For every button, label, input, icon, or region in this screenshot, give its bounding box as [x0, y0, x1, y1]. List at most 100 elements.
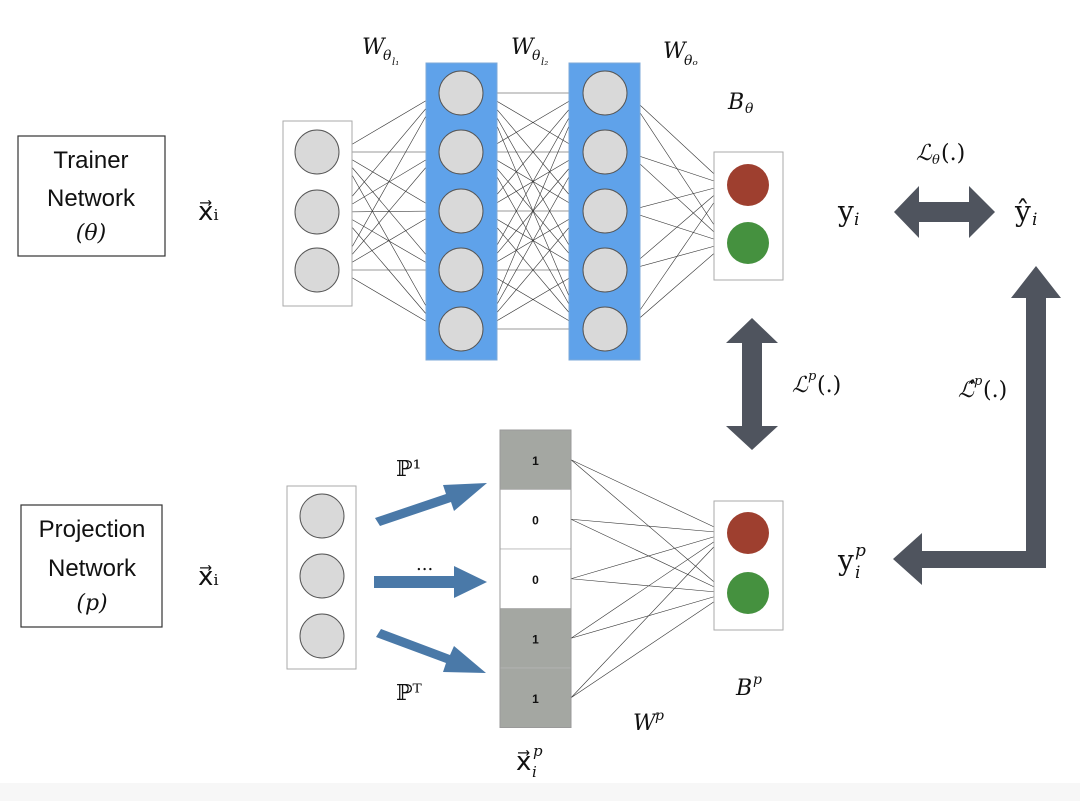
trainer-edge: [338, 211, 440, 271]
hat-loss-elbow-arrow: [893, 266, 1061, 585]
trainer-node-l2: [582, 70, 628, 116]
projection-arrow-2: [374, 566, 487, 598]
trainer-loss-label: ℒ θ (.): [916, 141, 965, 168]
projection-box-line-2: Network: [48, 555, 137, 582]
trainer-edge: [482, 92, 584, 212]
svg-text:p: p: [655, 708, 664, 724]
svg-text:i: i: [855, 563, 860, 583]
trainer-node-l0: [294, 129, 340, 175]
projection-input-node: [299, 493, 345, 539]
trainer-edge: [626, 151, 727, 244]
weight-label-output: W θₒ: [663, 39, 698, 69]
trainer-node-l1: [438, 129, 484, 175]
weight-label-l1: W θ l₁: [362, 35, 399, 68]
svg-text:p: p: [533, 742, 543, 760]
bit-vector-border: [499, 429, 572, 728]
bit-cell: [499, 667, 572, 728]
trainer-edge: [626, 184, 727, 330]
trainer-edge: [482, 92, 584, 153]
bit-cell: [499, 548, 572, 609]
trainer-node-l1: [438, 306, 484, 352]
bit-value: 1: [532, 692, 539, 706]
trainer-output-node-green: [727, 222, 769, 264]
svg-text:ŷ: ŷ: [1014, 195, 1031, 228]
svg-text:θₒ: θₒ: [684, 53, 698, 69]
hat-loss-label: ℒ̂ p (.): [958, 374, 1007, 403]
svg-text:B: B: [727, 90, 744, 115]
distillation-double-arrow: [726, 318, 778, 450]
projection-output-label: B p: [735, 672, 762, 701]
trainer-box-line-3: (θ): [76, 221, 106, 246]
bit-vector-label: x⃗ i p: [516, 742, 543, 781]
projection-arrow-3: [376, 629, 486, 673]
trainer-edge: [338, 92, 440, 213]
trainer-edge: [482, 210, 584, 330]
trainer-node-l0: [294, 247, 340, 293]
trainer-edge: [482, 92, 584, 330]
trainer-edge: [626, 210, 727, 244]
svg-text:i: i: [854, 210, 859, 230]
trainer-node-l0: [294, 189, 340, 235]
projection-arrow-1: [375, 483, 487, 526]
projection-edge: [570, 459, 728, 534]
trainer-node-l2: [582, 306, 628, 352]
trainer-edge: [626, 92, 727, 244]
svg-text:y: y: [837, 544, 854, 577]
trainer-edge: [482, 269, 584, 330]
trainer-edge: [338, 211, 440, 330]
trainer-box-line-2: Network: [47, 185, 136, 212]
trainer-edge: [338, 92, 440, 271]
trainer-edge: [626, 242, 727, 330]
projection-network-box: Projection Network (p): [20, 504, 163, 628]
bottom-band: [0, 783, 1080, 801]
projection-input-node: [299, 613, 345, 659]
svg-text:θ: θ: [383, 48, 392, 64]
weight-label-l2: W θ l₂: [511, 35, 548, 68]
svg-text:(.): (.): [941, 141, 965, 166]
trainer-edge: [338, 210, 440, 213]
svg-text:ℒ: ℒ: [916, 141, 933, 166]
svg-text:p: p: [855, 541, 866, 561]
trainer-edge: [338, 151, 440, 271]
trainer-edge: [338, 92, 440, 153]
svg-text:(.): (.): [817, 373, 841, 398]
svg-text:θ: θ: [745, 101, 754, 117]
svg-text:W: W: [511, 35, 536, 60]
trainer-edge: [482, 151, 584, 330]
projection-input-label: x⃗ᵢ: [198, 562, 219, 592]
bit-value: 1: [532, 454, 539, 468]
svg-text:B: B: [735, 676, 752, 701]
svg-text:x⃗: x⃗: [516, 747, 531, 777]
projection-output-node-green: [727, 572, 769, 614]
trainer-edge: [626, 151, 727, 186]
bit-value: 0: [532, 513, 539, 527]
trainer-input-label: x⃗ᵢ: [198, 197, 219, 227]
projection-label-T: ℙᵀ: [396, 681, 423, 706]
projection-edge: [570, 592, 728, 698]
projection-box-line-3: (p): [76, 591, 107, 616]
trainer-node-l1: [438, 70, 484, 116]
svg-text:i: i: [1032, 210, 1037, 230]
svg-text:W: W: [362, 35, 387, 60]
trainer-network-box: Trainer Network (θ): [17, 135, 166, 257]
projection-label-ellipsis: ...: [416, 554, 433, 575]
trainer-edge: [626, 92, 727, 186]
trainer-node-l1: [438, 247, 484, 293]
projection-edge: [570, 532, 728, 639]
trainer-node-l1: [438, 188, 484, 234]
projection-label-1: ℙ¹: [396, 457, 421, 482]
bit-value: 1: [532, 632, 539, 646]
trainer-output-label: B θ: [727, 90, 754, 117]
trainer-edge: [626, 184, 727, 212]
trainer-yhat-label: ŷ i: [1014, 195, 1037, 230]
projection-edge: [570, 532, 728, 698]
svg-text:W: W: [663, 39, 688, 64]
svg-text:ℒ̂: ℒ̂: [958, 378, 976, 403]
distillation-loss-label: ℒ p (.): [792, 369, 841, 398]
trainer-y-label: y i: [837, 195, 859, 230]
svg-text:i: i: [532, 763, 537, 781]
projection-y-label: y i p: [837, 541, 866, 583]
trainer-edge: [338, 269, 440, 330]
